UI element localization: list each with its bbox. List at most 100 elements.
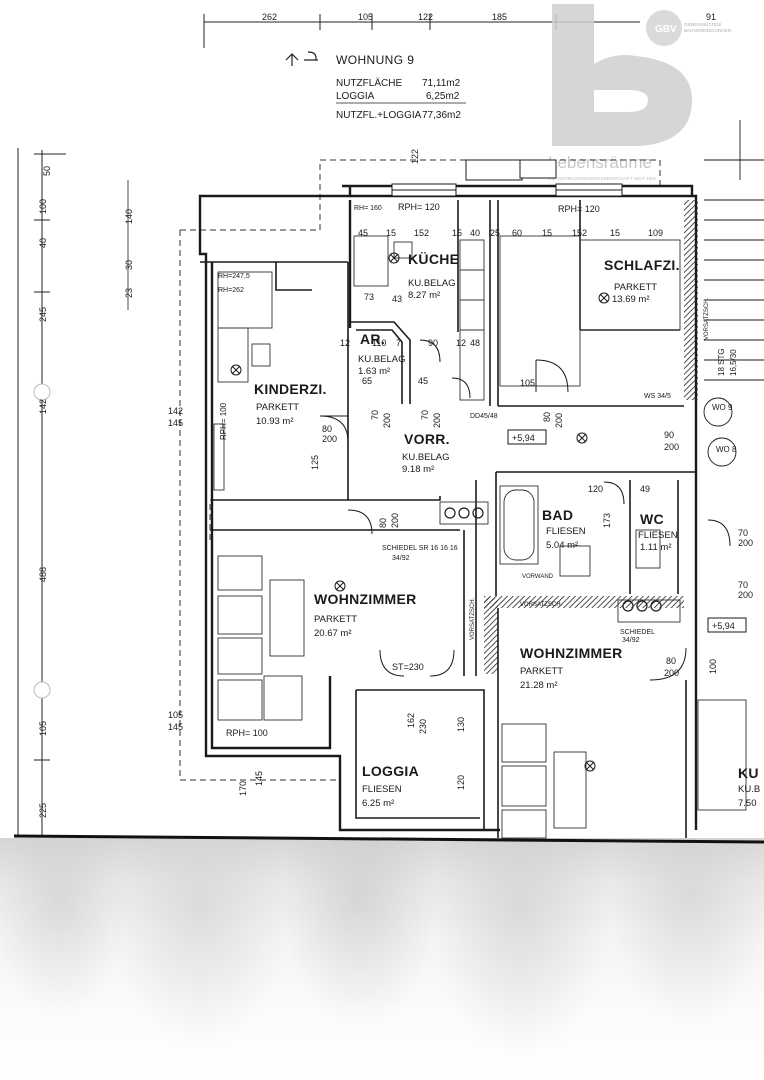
note-ws: WS 34/5 (644, 393, 671, 400)
dim-80d: 80 (666, 656, 676, 666)
note-st230: ST=230 (392, 662, 424, 672)
note-stairs-2: 16,5/30 (729, 349, 738, 376)
total-value: 77,36m2 (422, 110, 461, 121)
note-rh247: RH=247,5 (218, 273, 250, 280)
note-rph-bedroom: RPH= 120 (558, 204, 600, 214)
top-dim-4: 185 (492, 12, 507, 22)
dim-ar7: 7 (396, 338, 401, 348)
loggia-value: 6,25m2 (426, 91, 460, 102)
dim-45: 45 (418, 376, 428, 386)
sheet-bottom-edge (13, 834, 764, 844)
area-label: NUTZFLÄCHE (336, 77, 402, 89)
left-dim-6: 488 (38, 567, 48, 582)
note-schiedel2: SCHIEDEL (620, 629, 655, 636)
area-value: 71,11m2 (422, 78, 461, 89)
note-rph-kitchen: RPH= 120 (398, 202, 440, 212)
dim-73: 73 (364, 292, 374, 302)
left-dim-8: 225 (38, 803, 48, 818)
room-area: 5.04 m² (546, 540, 578, 551)
top-dim-5: 91 (706, 12, 716, 22)
room-name: WOHNZIMMER (314, 591, 417, 607)
room-ar: AR. KU.BELAG 1.63 m² (358, 331, 406, 377)
dim-200h: 200 (738, 538, 753, 548)
dim-173: 173 (602, 513, 612, 528)
badge-line1: GEMEINNÜTZIGE (684, 21, 722, 27)
note-vorwand: VORWAND (522, 574, 554, 580)
room-name: WC (640, 511, 664, 527)
top-dim-3: 122 (418, 12, 433, 22)
room-floor: KU.B (738, 784, 760, 795)
left-dim-5: 142 (38, 399, 48, 414)
room-floor: PARKETT (520, 666, 563, 677)
note-rh160: RH= 160 (354, 205, 382, 212)
note-rh262: RH=262 (218, 287, 244, 294)
room-floor: KU.BELAG (402, 452, 450, 463)
dim-k15b: 15 (452, 228, 462, 238)
room-floor: PARKETT (614, 282, 657, 293)
room-wohnzimmer: WOHNZIMMER PARKETT 20.67 m² (314, 591, 417, 639)
door-swings (319, 339, 731, 681)
room-loggia: LOGGIA FLIESEN 6.25 m² (362, 763, 419, 809)
dim-162: 162 (406, 713, 416, 728)
dim-k25: 25 (490, 228, 500, 238)
stairs (703, 120, 764, 467)
brand-tagline: DIE WOHNUNGSGENOSSENSCHAFT SEIT 1911 (548, 176, 657, 182)
room-name: VORR. (404, 431, 450, 447)
top-dim-1: 262 (262, 12, 277, 22)
dim-70d: 70 (738, 580, 748, 590)
note-vorsatz: VORSATZSCH. (520, 602, 563, 608)
dim-170: 170 (238, 781, 248, 796)
dim-s15: 15 (542, 228, 552, 238)
dim-145a: 145 (168, 418, 183, 428)
note-rph-living: RPH= 100 (226, 728, 268, 738)
room-name: KÜCHE (408, 251, 459, 267)
dim-49: 49 (640, 484, 650, 494)
dim-142a: 142 (168, 406, 183, 416)
exterior-walls (198, 184, 698, 832)
room-name: BAD (542, 507, 573, 523)
dim-80b: 80 (378, 518, 388, 528)
dim-ar110: 110 (372, 338, 386, 348)
left-dimension-line (17, 148, 66, 836)
dim-145b: 145 (168, 722, 183, 732)
room-area: 13.69 m² (612, 294, 650, 305)
room-floor: FLIESEN (638, 530, 678, 541)
room-area: 1.11 m² (640, 542, 672, 553)
note-dd: DD45/48 (470, 413, 498, 420)
dim-k45: 45 (358, 228, 368, 238)
room-area: 7.50 (738, 798, 757, 809)
dim-105b: 105 (520, 378, 535, 388)
note-level-2: +5,94 (712, 621, 735, 631)
dim-s152: 152 (572, 228, 587, 238)
room-floor: KU.BELAG (358, 354, 406, 365)
dim-105: 105 (168, 710, 183, 720)
dim-k15a: 15 (386, 228, 396, 238)
dim-200i: 200 (738, 590, 753, 600)
dim-200b: 200 (390, 513, 400, 528)
dim-80c: 80 (542, 412, 552, 422)
room-area: 6.25 m² (362, 798, 394, 809)
room-name: LOGGIA (362, 763, 419, 779)
note-level-1: +5,94 (512, 433, 535, 443)
dim-k152: 152 (414, 228, 429, 238)
note-stairs: 18 STG (717, 348, 726, 376)
dim-200e: 200 (554, 413, 564, 428)
dim-120b: 120 (588, 484, 603, 494)
dim-120: 120 (456, 775, 466, 790)
room-name: WOHNZIMMER (520, 645, 623, 661)
unit-title: WOHNUNG 9 (336, 53, 414, 67)
room-kueche: KÜCHE KU.BELAG 8.27 m² (408, 251, 459, 301)
room-name: KU (738, 765, 759, 781)
room-bad: BAD FLIESEN 5.04 m² (542, 507, 586, 551)
brand-name: Lebensräume (548, 153, 652, 172)
inner-dim-140: 140 (124, 209, 134, 224)
note-vorsatz-2: VORSATZSCH. (470, 597, 476, 640)
room-wc: WC FLIESEN 1.11 m² (638, 511, 678, 553)
room-kinderzi: KINDERZI. PARKETT 10.93 m² (254, 381, 327, 427)
badge-line2: BAUVEREINIGUNGEN (684, 28, 731, 33)
dim-200f: 200 (664, 442, 679, 452)
left-dim-7: 105 (38, 721, 48, 736)
room-name: KINDERZI. (254, 381, 327, 397)
room-floor: PARKETT (256, 402, 299, 413)
